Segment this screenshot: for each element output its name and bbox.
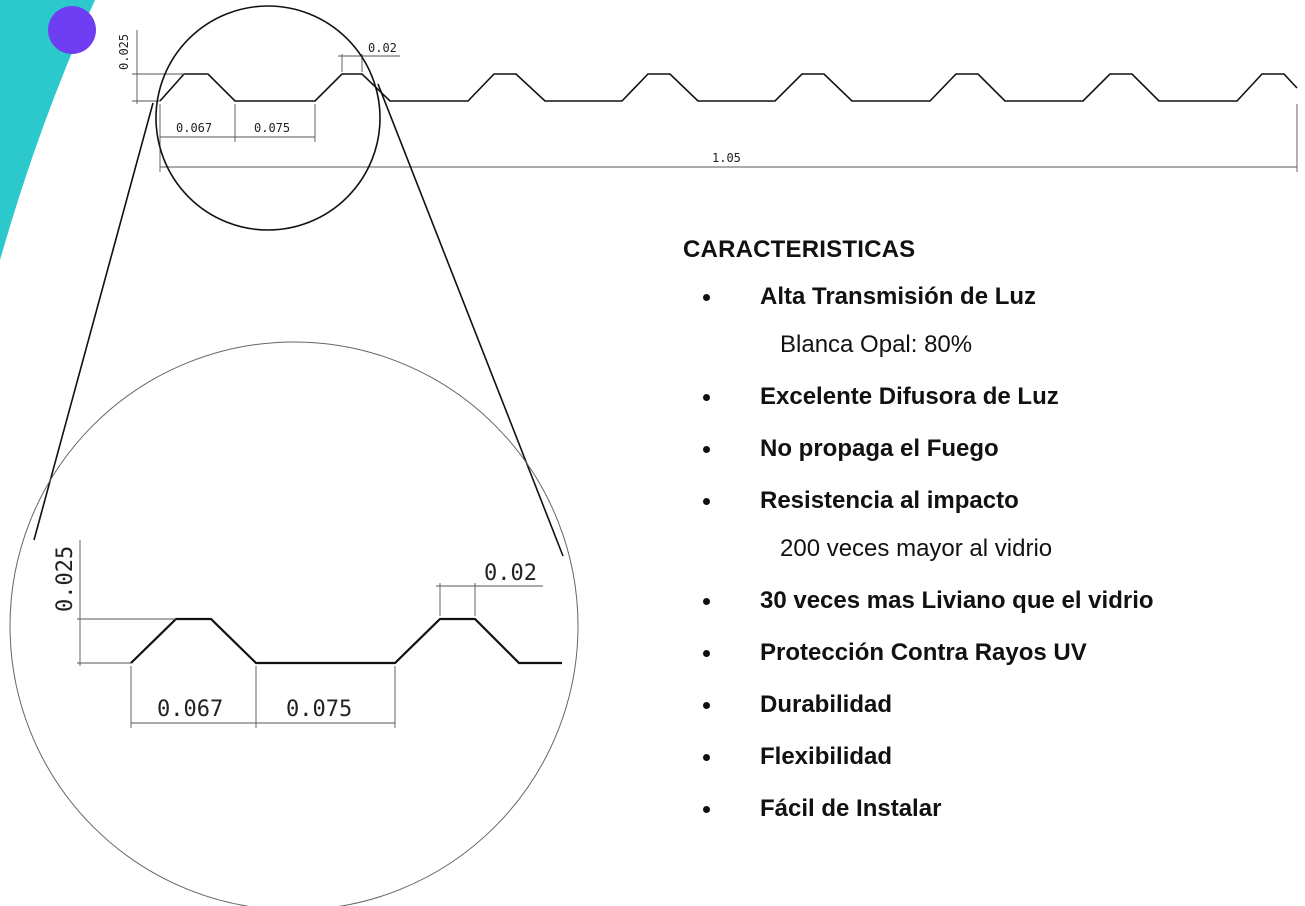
bullet-icon [703, 754, 710, 761]
bullet-icon [703, 294, 710, 301]
bullet-icon [703, 702, 710, 709]
feature-label: Flexibilidad [760, 743, 893, 770]
magnifier-small-circle [155, 5, 381, 231]
feature-label: 30 veces mas Liviano que el vidrio [760, 587, 1154, 614]
feature-item: Durabilidad [683, 690, 1303, 720]
dim-crest-label: 0.02 [368, 41, 397, 55]
feature-item: Resistencia al impacto 200 veces mayor al… [683, 486, 1303, 564]
teal-accent-shape [0, 0, 95, 260]
feature-item: Flexibilidad [683, 742, 1303, 772]
zoom-height-label: 0.025 [53, 546, 78, 612]
feature-item: Excelente Difusora de Luz [683, 382, 1303, 412]
sheet-profile [159, 73, 1298, 102]
dim-total-width-label: 1.05 [712, 151, 741, 165]
feature-label: Resistencia al impacto [760, 487, 1019, 514]
profile-dimension-lines [132, 30, 1298, 172]
feature-item: 30 veces mas Liviano que el vidrio [683, 586, 1303, 616]
feature-label: Alta Transmisión de Luz [760, 283, 1037, 310]
purple-accent-dot [48, 6, 96, 54]
zoom-valley-label: 0.075 [286, 697, 352, 722]
feature-item: No propaga el Fuego [683, 434, 1303, 464]
magnifier-connector-right [377, 83, 564, 557]
bullet-icon [703, 598, 710, 605]
bullet-icon [703, 806, 710, 813]
bullet-icon [703, 394, 710, 401]
zoom-crest-label: 0.02 [484, 561, 537, 586]
feature-label: No propaga el Fuego [760, 435, 999, 462]
zoom-flank-label: 0.067 [157, 697, 223, 722]
zoom-dimension-lines [77, 540, 543, 728]
bullet-icon [703, 498, 710, 505]
features-title: CARACTERISTICAS [683, 236, 916, 263]
dim-flank-label: 0.067 [176, 121, 212, 135]
magnifier-connector-left [33, 102, 154, 541]
feature-label: Excelente Difusora de Luz [760, 383, 1059, 410]
bullet-icon [703, 446, 710, 453]
feature-label: Durabilidad [760, 691, 893, 718]
dim-valley-label: 0.075 [254, 121, 290, 135]
feature-detail: 200 veces mayor al vidrio [780, 535, 1053, 562]
magnifier-large-circle [9, 341, 579, 906]
zoom-profile [130, 617, 562, 665]
feature-label: Fácil de Instalar [760, 795, 942, 822]
dim-height-label: 0.025 [117, 34, 131, 70]
feature-label: Protección Contra Rayos UV [760, 639, 1087, 666]
feature-item: Fácil de Instalar [683, 794, 1303, 824]
feature-item: Protección Contra Rayos UV [683, 638, 1303, 668]
feature-detail: Blanca Opal: 80% [780, 331, 973, 358]
bullet-icon [703, 650, 710, 657]
